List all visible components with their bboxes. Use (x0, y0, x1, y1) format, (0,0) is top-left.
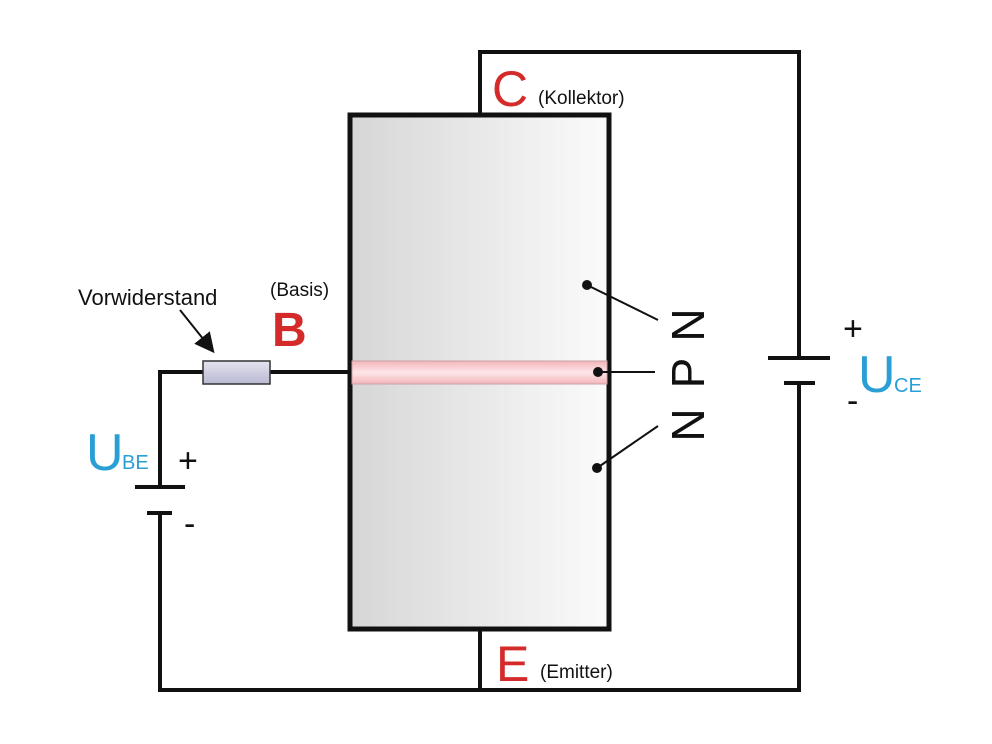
resistor-arrow (179, 309, 215, 354)
layer-p: P (662, 358, 714, 389)
circuit-wires (158, 50, 801, 692)
ube-minus: - (184, 505, 195, 543)
base-name: (Basis) (270, 280, 329, 301)
base-letter: B (272, 304, 307, 357)
uce-main: U (858, 346, 896, 404)
uce-label: U CE (858, 346, 922, 404)
p-layer-base (351, 360, 608, 385)
resistor (202, 360, 271, 385)
battery-uce (768, 356, 830, 385)
resistor-label: Vorwiderstand (78, 285, 217, 310)
uce-minus: - (847, 382, 858, 420)
collector-name: (Kollektor) (538, 88, 625, 109)
uce-plus: + (843, 310, 863, 348)
ube-main: U (86, 424, 124, 482)
ube-sub: BE (122, 452, 149, 474)
collector-letter: C (492, 61, 528, 117)
emitter-letter: E (496, 636, 529, 692)
layer-n-bottom: N (662, 408, 714, 441)
emitter-name: (Emitter) (540, 662, 613, 683)
layer-n-top: N (662, 308, 714, 341)
battery-ube (135, 485, 185, 515)
ube-label: U BE (86, 424, 149, 482)
ube-plus: + (178, 442, 198, 480)
layer-pointers (582, 280, 659, 473)
uce-sub: CE (894, 375, 922, 397)
